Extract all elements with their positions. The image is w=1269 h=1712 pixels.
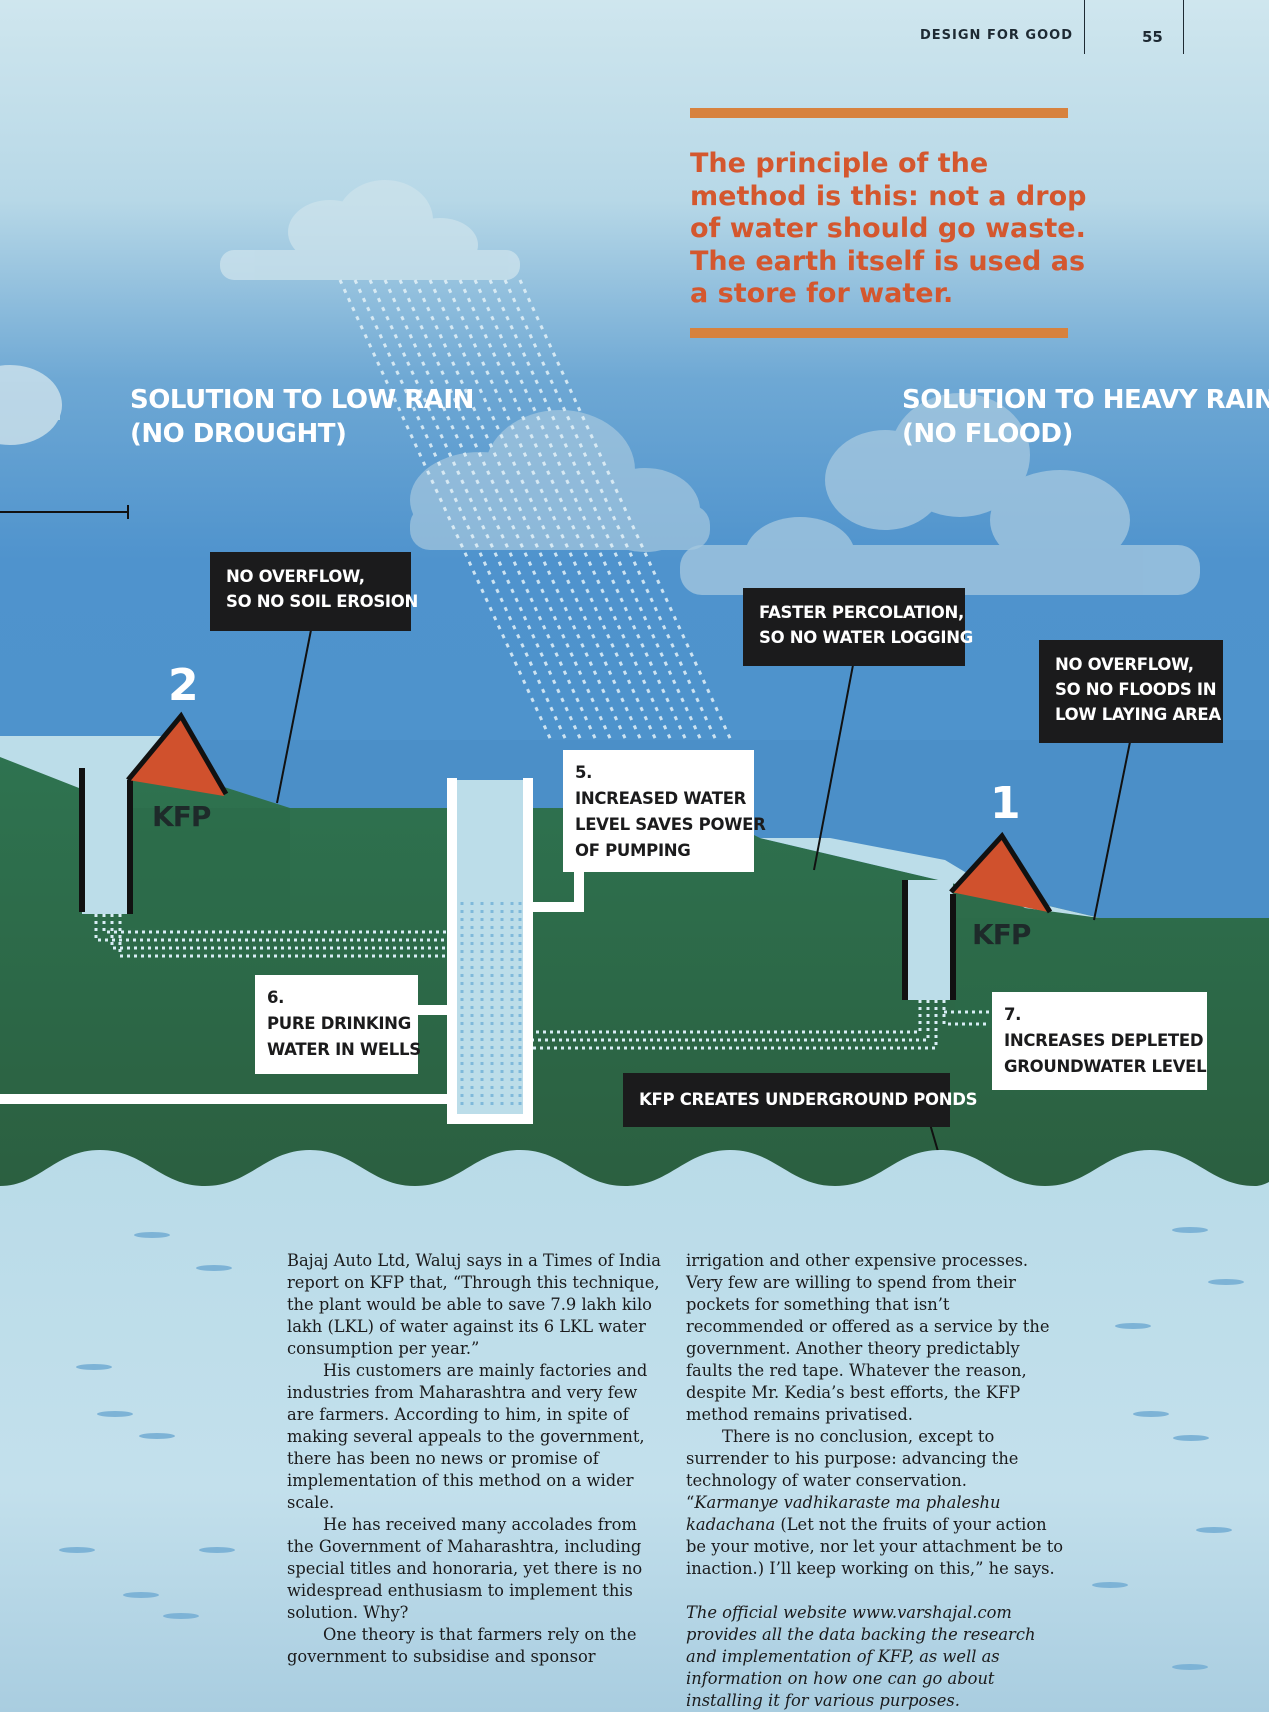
body-paragraph: Bajaj Auto Ltd, Waluj says in a Times of… xyxy=(287,1251,661,1358)
ground-shadow-left xyxy=(130,808,290,928)
body-paragraph-quote: There is no conclusion, except to surren… xyxy=(686,1426,1064,1580)
quote-lead: There is no conclusion, except to surren… xyxy=(686,1427,1019,1512)
callout-faster-percolation: FASTER PERCOLATION, SO NO WATER LOGGING xyxy=(743,588,973,666)
leader-lines xyxy=(0,505,1131,1197)
water-ripples xyxy=(59,1227,1244,1670)
page-number: 55 xyxy=(1142,28,1163,46)
pull-quote-bar-top xyxy=(690,108,1068,118)
section-title: DESIGN FOR GOOD xyxy=(920,28,1073,43)
kfp-pit-right xyxy=(905,880,953,1000)
heading-low-rain: SOLUTION TO LOW RAIN (NO DROUGHT) xyxy=(130,385,474,449)
well-water xyxy=(455,780,525,1116)
header-divider-right xyxy=(1183,0,1184,54)
lower-water xyxy=(0,1150,1269,1712)
body-column-left: Bajaj Auto Ltd, Waluj says in a Times of… xyxy=(287,1250,664,1668)
body-column-right: irrigation and other expensive processes… xyxy=(686,1250,1064,1712)
website-note: The official website www.varshajal.com p… xyxy=(686,1603,1036,1710)
callout-underground-ponds: KFP CREATES UNDERGROUND PONDS xyxy=(623,1073,978,1127)
marker-2: 2 xyxy=(168,660,199,711)
heading-heavy-rain: SOLUTION TO HEAVY RAIN (NO FLOOD) xyxy=(902,385,1269,449)
body-paragraph: His customers are mainly factories and i… xyxy=(287,1361,648,1512)
body-paragraph: He has received many accolades from the … xyxy=(287,1515,643,1622)
marker-1: 1 xyxy=(990,778,1021,829)
sanskrit-quote: Karmanye vadhikaraste ma phaleshu kadach… xyxy=(686,1493,1001,1534)
well-walls xyxy=(447,778,533,1124)
body-paragraph: One theory is that farmers rely on the g… xyxy=(287,1625,637,1666)
callout-groundwater-level: 7. INCREASES DEPLETED GROUNDWATER LEVEL xyxy=(992,992,1207,1090)
kfp-label-left: KFP xyxy=(152,800,211,833)
pull-quote: The principle of the method is this: not… xyxy=(690,148,1087,309)
cloud-top xyxy=(220,180,520,280)
underground-channels xyxy=(94,914,990,1050)
quote-tail: (Let not the fruits of your action be yo… xyxy=(686,1515,1064,1578)
kfp-roof-left xyxy=(128,716,224,796)
cloud-right xyxy=(680,393,1200,595)
well-water-dots xyxy=(460,902,522,1110)
rain-streaks xyxy=(338,279,742,761)
header-divider-left xyxy=(1084,0,1085,54)
callout-no-soil-erosion: NO OVERFLOW, SO NO SOIL EROSION xyxy=(210,552,418,631)
callout-no-floods: NO OVERFLOW, SO NO FLOODS IN LOW LAYING … xyxy=(1039,640,1223,743)
pipes xyxy=(0,870,584,1104)
cloud-left-edge xyxy=(0,365,62,445)
callout-pure-drinking-water: 6. PURE DRINKING WATER IN WELLS xyxy=(255,975,421,1074)
kfp-roof-right xyxy=(951,836,1048,912)
callout-increased-water-level: 5. INCREASED WATER LEVEL SAVES POWER OF … xyxy=(563,750,766,872)
body-paragraph: irrigation and other expensive processes… xyxy=(686,1251,1050,1424)
kfp-label-right: KFP xyxy=(972,918,1031,951)
cloud-middle xyxy=(410,410,710,552)
pull-quote-bar-bottom xyxy=(690,328,1068,338)
ground xyxy=(0,757,1269,1190)
kfp-pit-left xyxy=(82,768,130,914)
